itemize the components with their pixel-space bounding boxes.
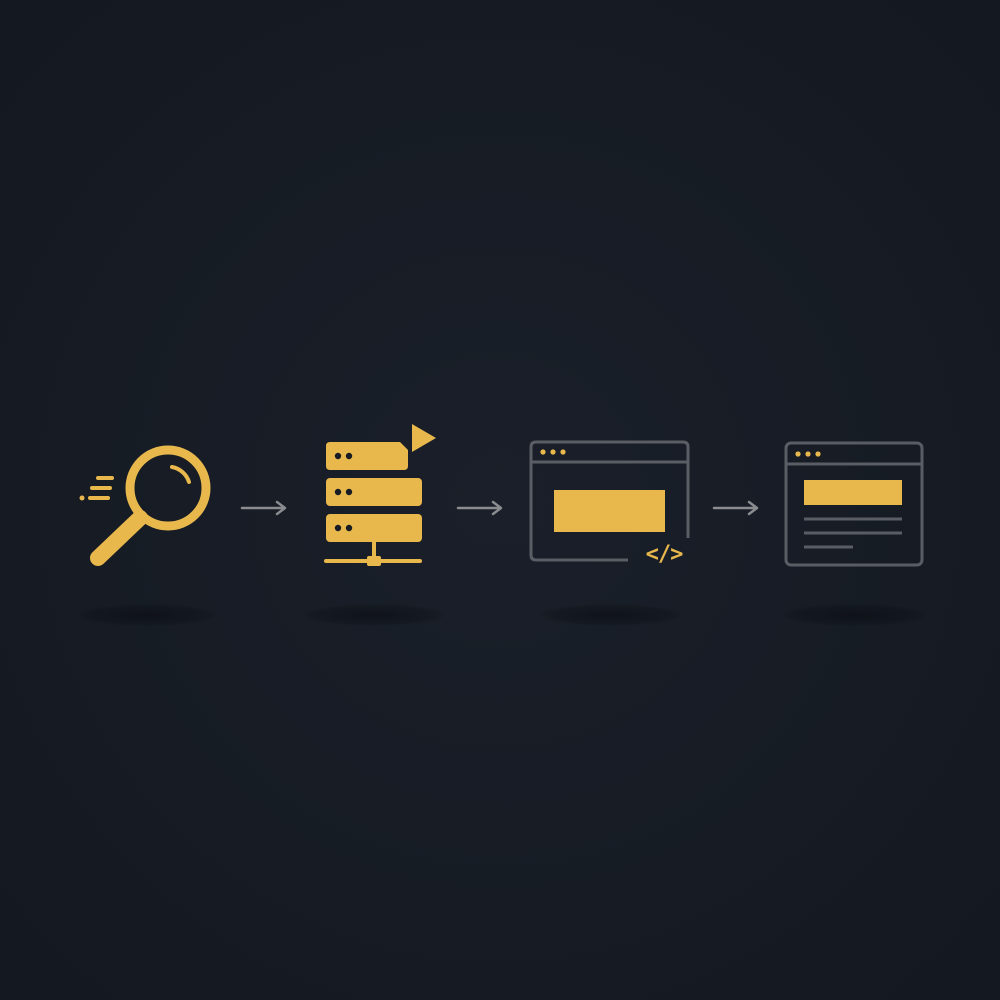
step-page-window-shadow	[782, 604, 926, 626]
code-symbol: </>	[645, 542, 684, 567]
browser-code-window-icon	[529, 440, 690, 562]
step-search-shadow	[78, 604, 216, 626]
arrow-3	[712, 498, 762, 518]
magnifying-glass-icon	[79, 445, 211, 566]
step-code-window: </>	[528, 438, 693, 573]
arrow-1	[240, 498, 290, 518]
step-search	[76, 440, 216, 575]
step-page-window	[783, 440, 925, 570]
step-server	[322, 420, 442, 575]
step-code-window-shadow	[540, 604, 682, 626]
arrow-right-icon	[712, 500, 759, 516]
arrow-right-icon	[456, 500, 503, 516]
arrow-2	[456, 498, 506, 518]
step-server-shadow	[304, 604, 444, 626]
browser-page-window-icon	[784, 441, 924, 567]
server-stack-icon	[324, 424, 436, 566]
arrow-right-icon	[240, 500, 287, 516]
